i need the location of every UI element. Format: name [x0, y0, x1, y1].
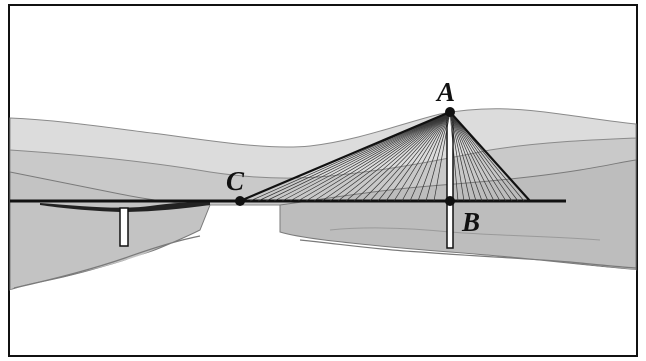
shoreline-right — [299, 239, 637, 269]
stay-cable — [433, 111, 451, 202]
left-pier — [119, 207, 129, 247]
stay-cable — [449, 111, 519, 202]
stay-cable — [401, 111, 451, 202]
stay-cable — [449, 111, 513, 202]
stay-cable — [425, 111, 451, 202]
stay-cable — [289, 111, 451, 202]
point-a-label: A — [435, 77, 455, 107]
back-stay — [239, 110, 451, 203]
shoreline-left — [13, 235, 201, 289]
point-c-marker — [235, 196, 245, 206]
stay-cable — [297, 111, 451, 202]
stay-cable — [385, 111, 451, 202]
water — [10, 234, 636, 355]
stay-cable — [321, 111, 451, 202]
stay-cable — [305, 111, 451, 202]
stay-cable — [449, 111, 459, 202]
stay-cable — [409, 111, 451, 202]
stay-cable — [449, 111, 483, 202]
stay-cable — [449, 111, 495, 202]
stay-cable — [377, 111, 451, 202]
stay-cable — [449, 111, 465, 202]
fore-stay — [449, 111, 531, 202]
stay-cable — [361, 111, 451, 202]
stay-cable — [417, 111, 451, 202]
point-b-label: B — [461, 207, 480, 237]
stay-cable — [353, 111, 451, 202]
stay-cable — [257, 111, 451, 202]
stay-cable — [449, 111, 489, 202]
stay-cable — [281, 111, 451, 202]
point-a-marker — [445, 107, 455, 117]
stay-cable — [449, 111, 507, 202]
stay-cable — [369, 111, 451, 202]
left-approach-girder — [40, 202, 210, 212]
stay-cable — [313, 111, 451, 202]
stay-cable — [393, 111, 451, 202]
point-c-label: C — [226, 166, 245, 196]
stay-cable — [329, 111, 451, 202]
stay-cable — [273, 111, 451, 202]
stay-cable — [449, 111, 471, 202]
stay-cable — [265, 111, 451, 202]
stay-cable — [449, 111, 501, 202]
stay-cable — [449, 111, 477, 202]
point-b-marker — [445, 196, 455, 206]
stay-cable — [345, 111, 451, 202]
stay-cable — [337, 111, 451, 202]
